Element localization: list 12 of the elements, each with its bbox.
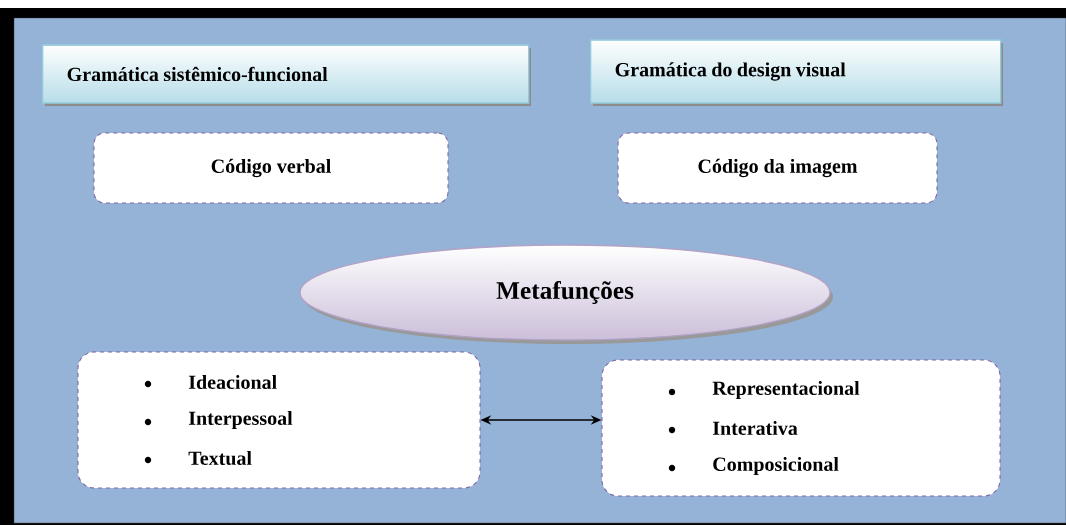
list-box <box>77 351 481 489</box>
header-box: Gramática sistêmico-funcional <box>42 44 530 104</box>
list-item: Textual <box>188 450 252 466</box>
dashed-box: Código da imagem <box>617 132 938 204</box>
list-item: Representacional <box>712 380 860 400</box>
list-item: Composicional <box>713 456 839 476</box>
list-item: Interativa <box>712 421 798 436</box>
dashed-box: Código verbal <box>93 132 449 204</box>
list-item: Interpessoal <box>188 410 293 430</box>
header-box: Gramática do design visual <box>590 39 1002 104</box>
list-box <box>601 359 1001 497</box>
list-item: Ideacional <box>188 375 277 390</box>
